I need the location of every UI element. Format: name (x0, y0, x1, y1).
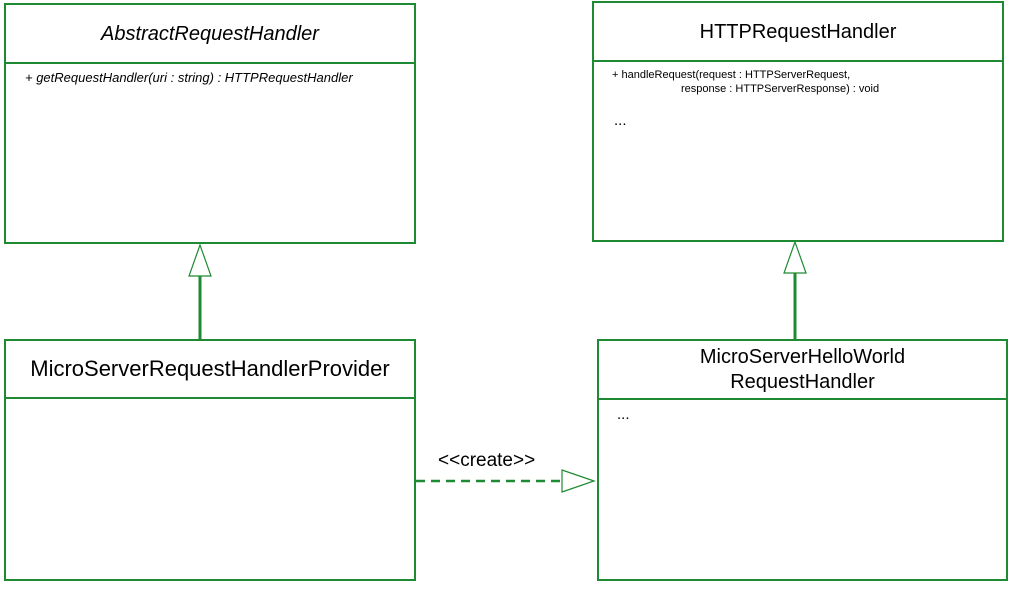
class-name-micro-server-request-handler-provider: MicroServerRequestHandlerProvider (6, 341, 414, 399)
ellipsis-http-request-handler: ... (614, 112, 627, 129)
create-stereotype-label: <<create>> (438, 450, 536, 471)
create-dependency-arrowhead (561, 469, 596, 493)
class-abstract-request-handler[interactable]: AbstractRequestHandler + getRequestHandl… (4, 3, 416, 244)
operation-handle-request-line1: + handleRequest(request : HTTPServerRequ… (612, 69, 851, 81)
ellipsis-hello-world-request-handler: ... (617, 406, 630, 423)
class-name-abstract-request-handler: AbstractRequestHandler (6, 5, 414, 64)
generalization-arrowhead-abstract (188, 243, 212, 277)
class-name-line2: RequestHandler (730, 370, 875, 393)
operation-handle-request-line2: response : HTTPServerResponse) : void (681, 83, 880, 95)
class-micro-server-hello-world-request-handler[interactable]: MicroServerHelloWorld RequestHandler ... (597, 339, 1008, 581)
class-name-micro-server-hello-world-request-handler: MicroServerHelloWorld RequestHandler (599, 341, 1006, 400)
class-micro-server-request-handler-provider[interactable]: MicroServerRequestHandlerProvider (4, 339, 416, 581)
class-name-http-request-handler: HTTPRequestHandler (594, 3, 1002, 62)
generalization-arrowhead-http (783, 240, 807, 274)
class-name-line1: MicroServerHelloWorld (699, 345, 906, 368)
operation-get-request-handler: + getRequestHandler(uri : string) : HTTP… (25, 70, 353, 85)
class-http-request-handler[interactable]: HTTPRequestHandler + handleRequest(reque… (592, 1, 1004, 242)
